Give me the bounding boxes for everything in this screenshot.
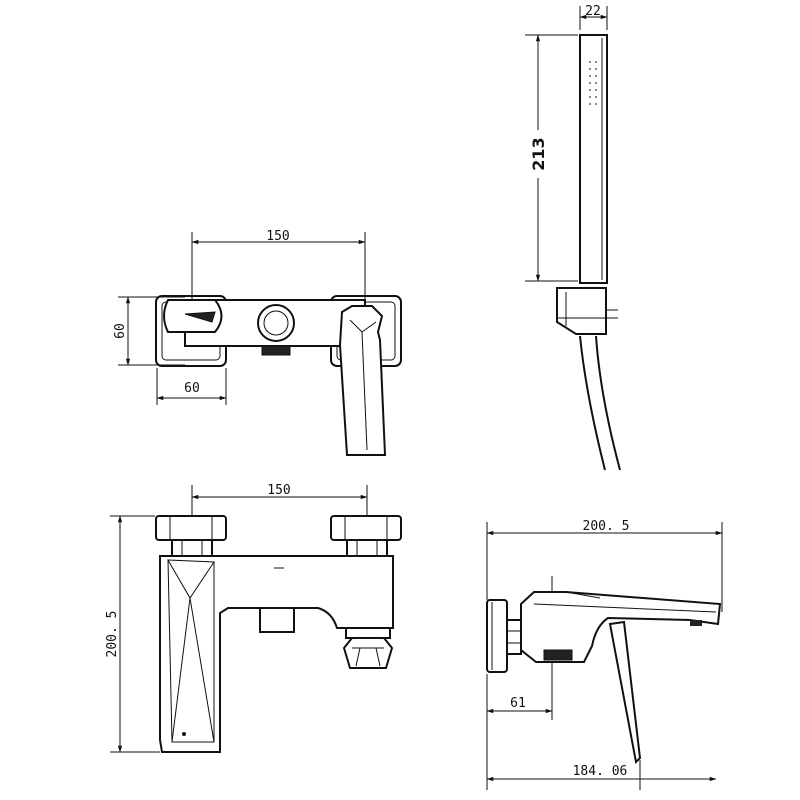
dim-label-61: 61	[510, 696, 526, 711]
lever-facet-bottom	[171, 597, 215, 743]
hand-shower-view: 22 213	[525, 4, 621, 471]
dim-label-200-5-front: 200. 5	[105, 611, 120, 658]
lever-facet-top	[167, 559, 215, 599]
dim-label-150-top: 150	[266, 229, 289, 244]
left-flange-front	[155, 515, 227, 541]
right-flange-front	[330, 515, 402, 541]
aerator-side	[690, 620, 702, 626]
side-view: 200. 5 61 184. 06	[486, 519, 723, 790]
mixer-body-front	[159, 555, 394, 753]
lever-handle-side	[608, 620, 642, 765]
shower-holder	[556, 287, 607, 335]
dim-label-150-front: 150	[267, 483, 290, 498]
right-nut-front	[346, 539, 388, 557]
diverter-knob-top	[257, 304, 295, 342]
nut-side	[506, 619, 522, 655]
front-view: 150 200. 5	[105, 483, 402, 753]
hose-connector-front	[342, 637, 394, 669]
lever-handle-top	[338, 305, 387, 456]
dim-label-213: 213	[529, 137, 548, 170]
wall-flange-side	[486, 599, 508, 673]
dim-label-200-5-side: 200. 5	[583, 519, 630, 534]
diverter-outlet-front	[259, 607, 295, 633]
spout-ring-front	[345, 627, 391, 639]
dim-label-22: 22	[585, 4, 601, 19]
diverter-outlet-top	[261, 345, 291, 356]
diverter-outlet-side	[543, 649, 573, 661]
hand-shower-handle	[579, 34, 608, 284]
dim-label-184-06: 184. 06	[573, 764, 628, 779]
dim-label-60-horizontal: 60	[184, 381, 200, 396]
shower-spray-nozzles	[589, 61, 597, 105]
left-nut-front	[171, 539, 213, 557]
shower-hose	[579, 335, 606, 471]
top-view: 150 60 60	[113, 229, 402, 456]
dim-label-60-vertical: 60	[113, 323, 128, 339]
